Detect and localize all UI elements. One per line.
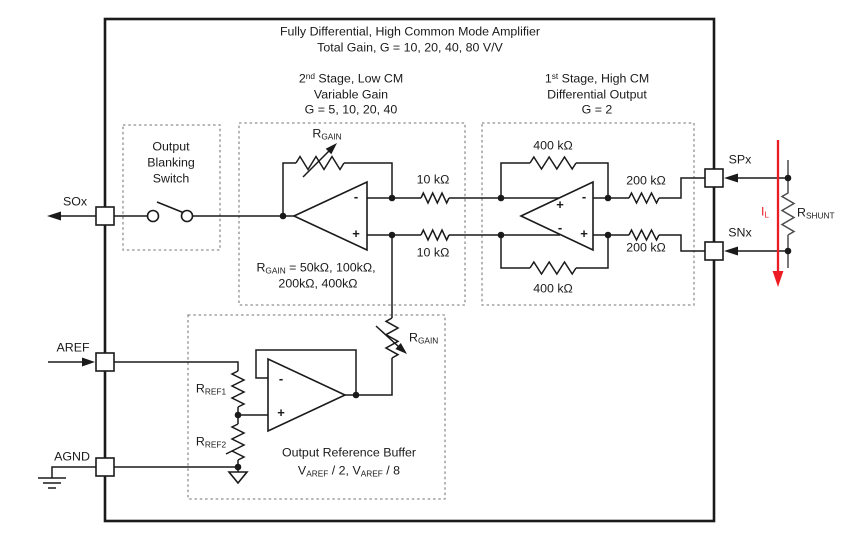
- stage1-fb-top-l: [500, 162, 530, 198]
- ground-triangle: [227, 471, 249, 485]
- refbuf-formula: VAREF / 2, VAREF / 8: [297, 463, 401, 479]
- stage1-fb-bot-l: [500, 235, 530, 269]
- stage1-output-rails: [501, 197, 560, 236]
- r400k-bottom: [529, 260, 577, 276]
- load-current-arrow-head: [772, 271, 784, 287]
- in-top-b: [659, 177, 705, 199]
- ref-buffer-box: [187, 314, 446, 500]
- device-outline: [103, 17, 716, 523]
- r200k-bottom-label: 200 kΩ: [626, 240, 666, 255]
- spx-arrow-head: [724, 173, 738, 183]
- refamp-minus-input: -: [278, 371, 284, 387]
- in-bot-b: [659, 234, 705, 252]
- r10k-bottom-label: 10 kΩ: [416, 245, 450, 260]
- pin-agnd: [95, 457, 115, 477]
- rgain2-resistor: [384, 317, 400, 359]
- refamp-plus-input: +: [277, 405, 285, 421]
- stage2-plus-input: +: [352, 226, 360, 242]
- snx-pin-label: SNx: [728, 225, 752, 240]
- blanking-label-line2: Blanking: [147, 155, 195, 170]
- aref-pin-label: AREF: [56, 340, 90, 355]
- stage2-feedback-right: [344, 162, 393, 198]
- switch-contact-right: [180, 209, 194, 223]
- stage2-heading-line3: G = 5, 10, 20, 40: [304, 102, 398, 117]
- blanking-switch-box: [122, 124, 221, 251]
- stage1-heading-line3: G = 2: [581, 102, 613, 117]
- stage1-plus-input: +: [580, 226, 588, 242]
- load-current-label: IL: [760, 204, 770, 220]
- r400k-top-label: 400 kΩ: [533, 138, 573, 153]
- stage2-minus-input: -: [353, 189, 359, 205]
- rgain2-arrow-head: [395, 343, 407, 354]
- stage2-box: [238, 122, 466, 306]
- r200k-bottom: [628, 228, 660, 242]
- rgain2-label: RGAIN: [409, 330, 439, 346]
- title-line1: Fully Differential, High Common Mode Amp…: [279, 24, 541, 39]
- switch-lever: [156, 201, 184, 214]
- stage1-heading-line1: 1st Stage, High CM: [544, 70, 650, 86]
- snx-arrow-head: [724, 246, 738, 256]
- stage2-opamp: [292, 180, 368, 252]
- agnd-pin-label: AGND: [54, 449, 90, 464]
- sox-pin-label: SOx: [62, 194, 88, 209]
- stage1-fb-top-r: [576, 162, 609, 198]
- aref-to-divider: [114, 361, 239, 371]
- sox-arrow-head: [47, 211, 61, 221]
- rgain-resistor: [295, 155, 345, 171]
- stage1-box: [481, 122, 695, 306]
- pin-aref: [95, 352, 115, 372]
- r200k-top: [628, 191, 660, 205]
- rgain-arrow-line: [302, 150, 330, 178]
- stage2-feedback-left: [282, 162, 296, 216]
- pin-snx: [704, 241, 724, 261]
- stage2-heading-line1: 2nd Stage, Low CM: [298, 70, 404, 86]
- rgain-values-line2: 200kΩ, 400kΩ: [278, 276, 358, 291]
- stage1-plus-output: +: [556, 197, 564, 213]
- stage1-fb-bot-r: [576, 235, 609, 269]
- r400k-bottom-label: 400 kΩ: [533, 281, 573, 296]
- stage1-opamp: [519, 180, 594, 252]
- agnd-earth-symbol: [38, 466, 96, 489]
- spx-pin-label: SPx: [728, 152, 752, 167]
- r10k-top: [420, 191, 450, 205]
- r10k-bottom: [420, 228, 450, 242]
- r200k-top-label: 200 kΩ: [626, 173, 666, 188]
- r400k-top: [529, 155, 577, 171]
- blanking-label-line1: Output: [152, 139, 190, 154]
- blanking-label-line3: Switch: [152, 171, 190, 186]
- pin-sox: [95, 206, 115, 226]
- pin-spx: [704, 168, 724, 188]
- stage2-heading-line2: Variable Gain: [313, 87, 389, 102]
- rref1-resistor: [230, 370, 246, 408]
- rgain2-arrow-line: [375, 325, 400, 348]
- rgain-label: RGAIN: [312, 126, 342, 142]
- r10k-top-label: 10 kΩ: [416, 172, 450, 187]
- stage1-heading-line2: Differential Output: [547, 87, 647, 102]
- rgain-arrow-head: [325, 143, 337, 155]
- refbuf-opamp: [267, 357, 347, 433]
- rref1-label: RREF1: [195, 381, 227, 397]
- rref2-resistor-x: [225, 423, 246, 455]
- stage1-minus-output: -: [557, 220, 563, 236]
- stage1-minus-input: -: [581, 189, 587, 205]
- rref2-label: RREF2: [195, 434, 227, 450]
- rgain-values-line1: RGAIN = 50kΩ, 100kΩ,: [256, 260, 376, 276]
- refbuf-caption: Output Reference Buffer: [281, 445, 417, 460]
- aref-arrow-head: [82, 357, 95, 367]
- title-line2: Total Gain, G = 10, 20, 40, 80 V/V: [317, 40, 503, 55]
- rshunt-label: RSHUNT: [797, 205, 835, 221]
- junction-dots: [234, 174, 792, 471]
- refamp-feedback: [255, 349, 357, 395]
- ref-run-bottom: [345, 358, 393, 396]
- switch-contact-left: [146, 209, 160, 223]
